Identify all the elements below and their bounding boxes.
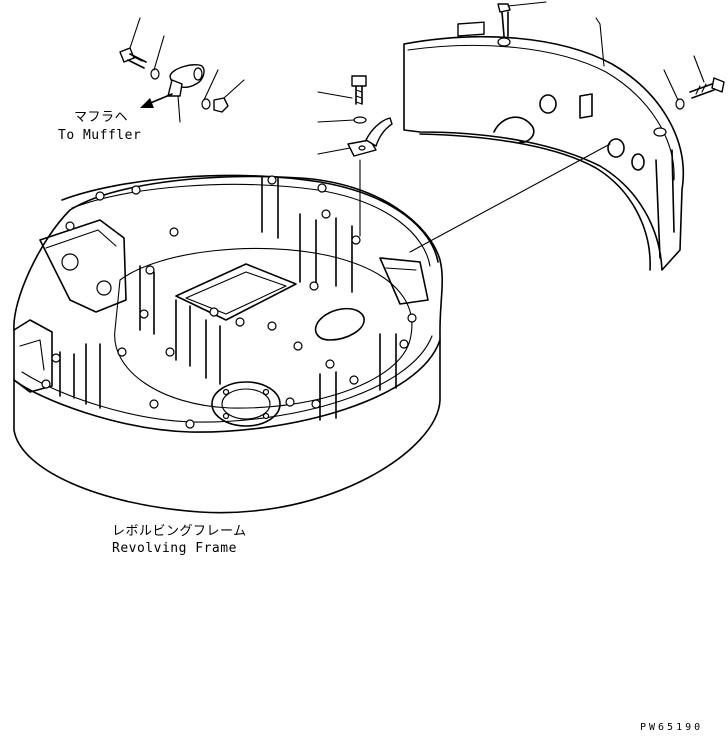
center-bracket-hardware: [317, 75, 611, 253]
revolving-frame: [13, 174, 444, 514]
drawing-code: PW65190: [640, 722, 704, 733]
label-revolving-frame-jp: レボルビングフレーム: [112, 524, 247, 539]
label-revolving-frame-en: Revolving Frame: [112, 541, 237, 556]
counterweight: [403, 21, 684, 271]
label-to-muffler-en: To Muffler: [58, 128, 142, 143]
label-to-muffler-jp: マフラヘ: [74, 110, 129, 125]
frame-bolt-holes: [41, 175, 417, 429]
muffler-clamp-hardware: [119, 17, 245, 123]
counterweight-bolts: [497, 1, 725, 110]
